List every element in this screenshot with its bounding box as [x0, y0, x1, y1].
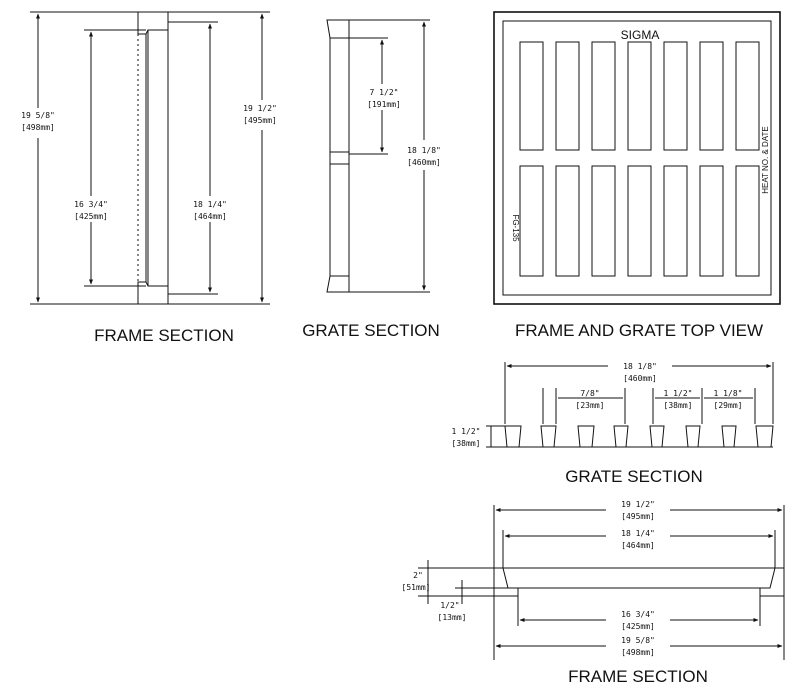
bar-pitch-dim-mm: [38mm] [664, 401, 693, 410]
frame-inner-dim-mm-right: [464mm] [621, 541, 655, 550]
grate-bar [613, 425, 629, 448]
frame-clear-dim-mm-right: [425mm] [621, 622, 655, 631]
grate-bar [649, 425, 665, 448]
frame-outline-outer [493, 11, 781, 305]
brand-logo: SIGMA [621, 28, 660, 42]
grate-slot [735, 41, 760, 151]
grate-bar [685, 425, 701, 448]
frame-overall-dim-right: 19 1/2" [621, 500, 655, 509]
grate-slot [699, 165, 724, 277]
slot-width-dim: 7/8" [580, 389, 599, 398]
grate-half-dim: 7 1/2" [370, 88, 399, 97]
frame-clear-dim-right: 16 3/4" [621, 610, 655, 619]
grate-bar [504, 425, 522, 448]
grate-slot [591, 165, 616, 277]
frame-lip-dim-mm: [13mm] [438, 613, 467, 622]
grate-bar-bottom [326, 275, 350, 293]
caption-grate-section-left: GRATE SECTION [302, 321, 440, 340]
grate-slot [735, 165, 760, 277]
frame-flange-top [137, 11, 169, 35]
grate-bar [755, 425, 774, 448]
grate-height-dim-mm: [38mm] [452, 439, 481, 448]
grate-slot [699, 41, 724, 151]
grate-bar-middle [329, 151, 350, 165]
model-label: FG-135 [511, 214, 520, 242]
frame-outer-dim-mm: [498mm] [21, 123, 55, 132]
grate-slot [591, 41, 616, 151]
grate-slot [627, 165, 652, 277]
grate-bar [721, 425, 737, 448]
frame-height-dim: 2" [413, 571, 423, 580]
frame-inner-dim-right: 18 1/4" [621, 529, 655, 538]
grate-full-dim: 18 1/8" [407, 146, 441, 155]
frame-flange-bottom [137, 281, 169, 305]
slot-grid [519, 41, 760, 277]
frame-outline-inner [502, 20, 772, 296]
frame-height-dim-mm: [51mm] [402, 583, 431, 592]
bar-gap-dim: 1 1/8" [714, 389, 743, 398]
grate-slot [519, 165, 544, 277]
frame-inner-dim: 18 1/4" [193, 200, 227, 209]
frame-clear-dim-mm: [425mm] [74, 212, 108, 221]
grate-section-right: 18 1/8" [460mm] 7/8" [23mm] 1 1/2" [38mm… [452, 362, 774, 486]
grate-bar [577, 425, 595, 448]
frame-overall-dim: 19 1/2" [243, 104, 277, 113]
grate-slot [555, 41, 580, 151]
caption-top-view: FRAME AND GRATE TOP VIEW [515, 321, 763, 340]
grate-bar [540, 425, 557, 448]
grate-section-left: 7 1/2" [191mm] 18 1/8" [460mm] GRATE SEC… [302, 19, 441, 340]
grate-slot [663, 41, 688, 151]
grate-bar-top [326, 19, 350, 39]
grate-width-dim: 18 1/8" [623, 362, 657, 371]
frame-outer-dim-mm-right: [498mm] [621, 648, 655, 657]
grate-half-dim-mm: [191mm] [367, 100, 401, 109]
grate-height-dim: 1 1/2" [452, 427, 481, 436]
slot-width-dim-mm: [23mm] [576, 401, 605, 410]
caption-frame-section-left: FRAME SECTION [94, 326, 234, 345]
grate-slot [519, 41, 544, 151]
frame-outer-dim: 19 5/8" [21, 111, 55, 120]
top-view: SIGMA HEAT NO. & DATE FG-135 FRAME AND G… [493, 11, 781, 340]
frame-lip-dim: 1/2" [440, 601, 459, 610]
bar-gap-dim-mm: [29mm] [714, 401, 743, 410]
caption-frame-section-right: FRAME SECTION [568, 667, 708, 686]
heat-label: HEAT NO. & DATE [761, 126, 770, 194]
frame-section-right: 19 1/2" [495mm] 18 1/4" [464mm] 16 3/4" … [402, 500, 785, 686]
grate-slot [663, 165, 688, 277]
frame-flange-left [493, 567, 519, 597]
frame-overall-dim-mm: [495mm] [243, 116, 277, 125]
frame-inner-dim-mm: [464mm] [193, 212, 227, 221]
caption-grate-section-right: GRATE SECTION [565, 467, 703, 486]
grate-slot [627, 41, 652, 151]
grate-full-dim-mm: [460mm] [407, 158, 441, 167]
frame-flange-right [759, 567, 785, 597]
frame-section-left: 19 5/8" [498mm] 16 3/4" [425mm] 18 1/4" … [21, 11, 277, 345]
grate-slot [555, 165, 580, 277]
bar-pitch-dim: 1 1/2" [664, 389, 693, 398]
frame-overall-dim-mm-right: [495mm] [621, 512, 655, 521]
frame-clear-dim: 16 3/4" [74, 200, 108, 209]
frame-outer-dim-right: 19 5/8" [621, 636, 655, 645]
grate-width-dim-mm: [460mm] [623, 374, 657, 383]
grate-bars [504, 425, 774, 448]
